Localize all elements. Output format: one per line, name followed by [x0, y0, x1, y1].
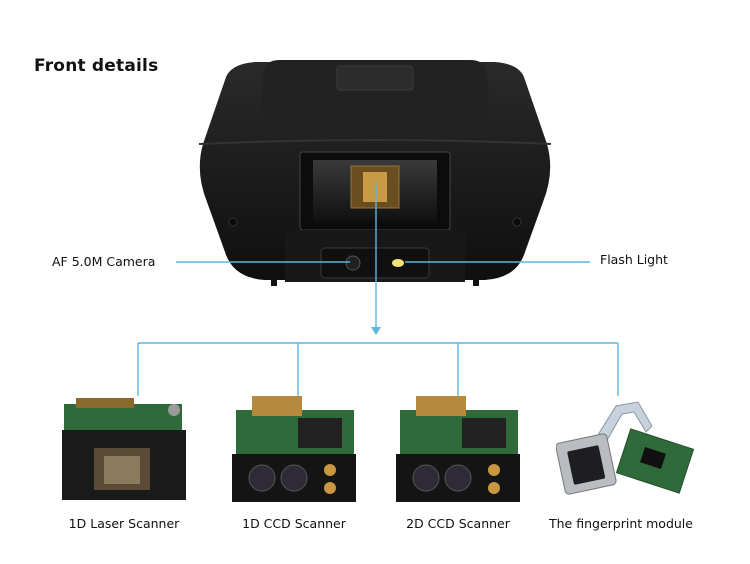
page-title: Front details [34, 56, 159, 76]
2d-ccd-scanner-image [396, 396, 520, 502]
1d-ccd-scanner-image [232, 396, 356, 502]
laser-scanner-image [62, 398, 186, 500]
module-caption-laser: 1D Laser Scanner [68, 516, 180, 531]
module-caption-1d-ccd: 1D CCD Scanner [242, 516, 346, 531]
module-caption-fingerprint: The fingerprint module [549, 516, 693, 531]
module-caption-2d-ccd: 2D CCD Scanner [406, 516, 510, 531]
flash-callout: Flash Light [600, 252, 668, 267]
device-front-image [198, 60, 552, 286]
camera-callout: AF 5.0M Camera [52, 254, 156, 269]
fingerprint-module-image [556, 401, 695, 495]
